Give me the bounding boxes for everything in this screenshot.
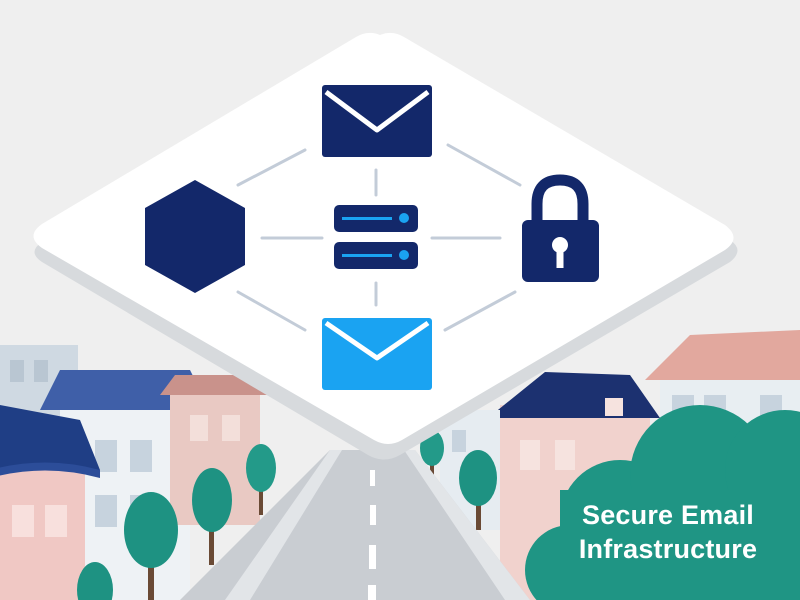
- padlock-shackle: [531, 174, 589, 222]
- connector: [443, 290, 517, 332]
- padlock-icon: [522, 174, 599, 282]
- server-led-bar: [342, 217, 392, 220]
- banner-title-line-1: Secure Email: [582, 500, 754, 530]
- envelope-icon: [322, 85, 432, 157]
- tree: [459, 450, 497, 506]
- envelope-flap: [324, 89, 430, 133]
- window: [10, 360, 24, 382]
- connector: [236, 148, 307, 187]
- window: [130, 440, 152, 472]
- window: [605, 398, 623, 416]
- connector: [446, 143, 522, 187]
- window: [45, 505, 67, 537]
- lane-marking: [370, 505, 376, 525]
- tree-trunk: [148, 540, 154, 600]
- envelope-icon: [322, 318, 432, 390]
- banner-title-line-2: Infrastructure: [578, 534, 758, 564]
- server-led: [399, 213, 409, 223]
- tree: [246, 444, 276, 492]
- tree: [124, 492, 178, 568]
- pagoda-roof: [0, 405, 100, 470]
- server-icon: [334, 205, 418, 269]
- banner-title: Secure Email Infrastructure: [548, 498, 788, 566]
- keyhole-slot: [556, 246, 564, 268]
- server-led: [399, 250, 409, 260]
- tree: [77, 562, 113, 600]
- hexagon-icon: [145, 180, 245, 293]
- window: [34, 360, 48, 382]
- connector: [236, 290, 307, 332]
- window: [95, 495, 117, 527]
- lane-marking: [369, 545, 376, 569]
- keyhole: [552, 237, 568, 253]
- window: [222, 415, 240, 441]
- connector-lines: [236, 143, 522, 332]
- platform-top: [33, 32, 734, 445]
- tree-trunk: [430, 455, 434, 480]
- envelope-flap: [324, 320, 430, 361]
- lane-marking: [368, 585, 376, 600]
- road-edge-right: [404, 450, 530, 600]
- tree-trunk: [476, 485, 481, 530]
- tree: [192, 468, 232, 532]
- window: [555, 440, 575, 470]
- lane-marking: [370, 470, 375, 486]
- window: [452, 430, 466, 452]
- envelope-body: [322, 85, 432, 157]
- road: [180, 450, 530, 600]
- roof-eave: [0, 462, 100, 478]
- window: [12, 505, 34, 537]
- road-edge-left: [225, 450, 342, 600]
- tree-trunk: [209, 515, 214, 565]
- hexagon-shape: [145, 180, 245, 293]
- window: [520, 440, 540, 470]
- window: [190, 415, 208, 441]
- cloud-base: [560, 490, 800, 600]
- roof-pink-right: [645, 330, 800, 380]
- title-badge-cloud: [525, 405, 800, 600]
- envelope-body: [322, 318, 432, 390]
- tree-trunk: [259, 480, 263, 515]
- server-led-bar: [342, 254, 392, 257]
- window: [95, 440, 117, 472]
- house-roof-blue: [40, 370, 210, 410]
- left-buildings: [0, 345, 276, 600]
